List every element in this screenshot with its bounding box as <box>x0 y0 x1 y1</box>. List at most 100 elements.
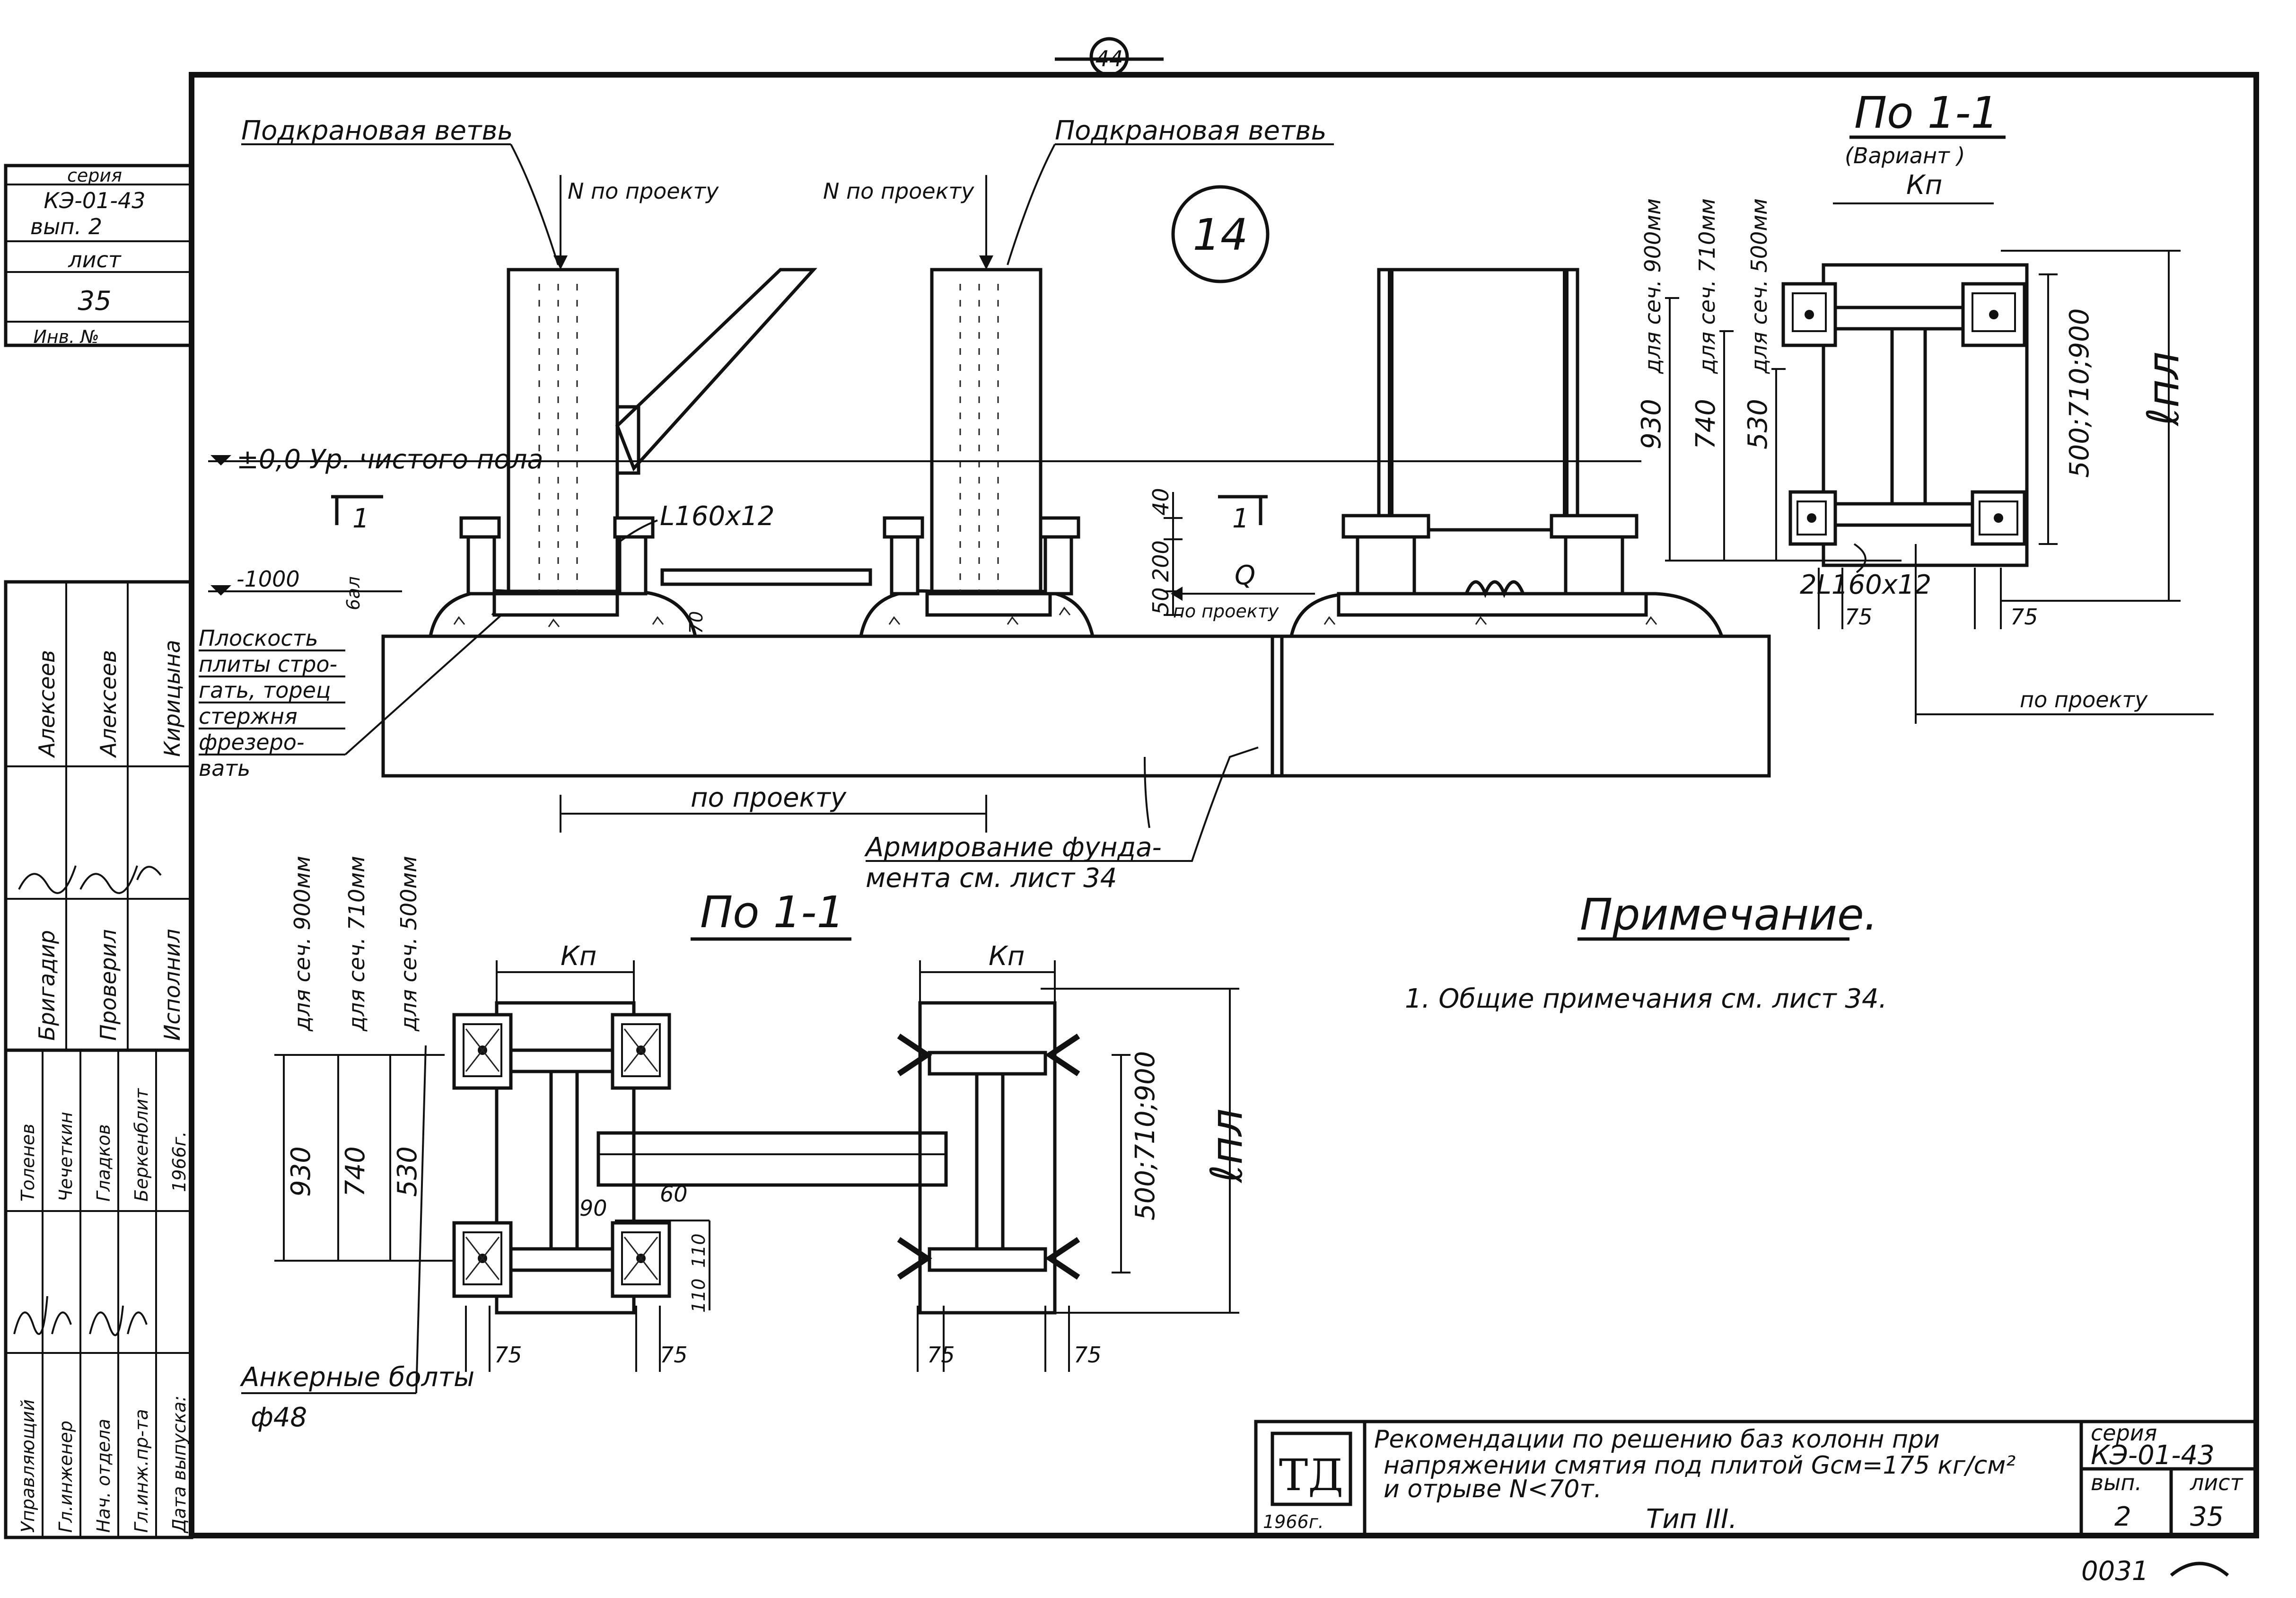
role-project-engineer: Гл.инж.пр-та <box>131 1409 152 1533</box>
pm-dim-90: 90 <box>579 1195 607 1221</box>
name-project-engineer: Беркенблит <box>131 1088 152 1202</box>
pm-anchor-label: Анкерные болты <box>240 1362 474 1393</box>
pv-width-dims: 500;710;900 <box>2064 308 2095 478</box>
plan-variant-subtitle: (Вариант ) <box>1845 143 1965 168</box>
foundation-right <box>1271 634 1771 778</box>
plan-variant-title: По 1-1 <box>1854 88 1998 138</box>
role-dept-head: Нач. отдела <box>93 1419 114 1533</box>
svg-text:фрезеро-: фрезеро- <box>199 729 305 755</box>
node-circle <box>1171 185 1270 283</box>
pv-plate <box>1822 263 2029 567</box>
column-right <box>1377 268 1579 532</box>
name-checked: Алексеев <box>96 650 121 758</box>
base-plate-middle <box>925 592 1052 617</box>
label-angle: L160x12 <box>660 501 774 532</box>
pv-dim-75-left: 75 <box>1845 604 1873 630</box>
title-block: ТД 1966г. Рекомендации по решению баз ко… <box>1254 1420 2258 1537</box>
pm-dim-label-500: для сеч. 500мм <box>396 856 421 1032</box>
dim-70: 70 <box>686 611 707 634</box>
pm-lpl: ℓпл <box>1201 1108 1252 1184</box>
side-stamp: серия КЭ-01-43 вып. 2 лист 35 Инв. № Бри… <box>4 164 193 1539</box>
title-line-1: Рекомендации по решению баз колонн при <box>1374 1425 1940 1454</box>
title-line-2: напряжении смятия под плитой Gсм=175 кг/… <box>1384 1451 2016 1480</box>
pm-dim-110a: 110 <box>688 1233 709 1268</box>
stamp-sheet-value: 35 <box>78 286 111 316</box>
svg-text:стержня: стержня <box>199 703 298 729</box>
pm-kp-left: Кп <box>561 941 596 972</box>
diagonal-brace <box>615 268 817 472</box>
signature-group-2-names: Толенев Чечеткин Гладков Беркенблит 1966… <box>18 1088 190 1202</box>
label-branch-left: Подкрановая ветвь <box>241 115 513 146</box>
pv-web <box>1890 325 1927 508</box>
pm-kp-right: Кп <box>989 941 1025 972</box>
pv-by-project: по проекту <box>2020 687 2148 712</box>
svg-text:Армирование фунда-: Армирование фунда- <box>864 832 1162 863</box>
stamp-issue: вып. 2 <box>30 214 102 239</box>
stamp-series-value: КЭ-01-43 <box>44 188 145 213</box>
name-manager: Толенев <box>18 1124 38 1202</box>
title-sheet-label: лист <box>2190 1470 2243 1495</box>
title-issue-value: 2 <box>2114 1501 2131 1532</box>
stamp-sheet-label: лист <box>68 247 122 272</box>
node-number: 14 <box>1192 210 1248 260</box>
plan-variant-kp: Кп <box>1906 170 1942 201</box>
angle-strut <box>660 568 872 586</box>
footer-mark: 0031 <box>2081 1556 2149 1587</box>
pm-anchor-chairs-left <box>452 1013 671 1298</box>
pv-angle-label: 2L160x12 <box>1800 570 1931 600</box>
pm-strut <box>596 1131 948 1187</box>
armature-note: Армирование фунда- мента см. лист 34 <box>864 746 1259 894</box>
title-logo-year: 1966г. <box>1263 1511 1324 1532</box>
notes: Примечание. 1. Общие примечания см. лист… <box>1405 889 1887 1014</box>
pm-dim-75-2: 75 <box>660 1342 688 1368</box>
svg-text:Плоскость: Плоскость <box>199 625 318 651</box>
signature-group-1-names: Алексеев Алексеев Кирицына <box>34 640 185 758</box>
label-by-project: по проекту <box>691 782 847 813</box>
label-n-left: N по проекту <box>568 178 719 204</box>
level-floor-label: ±0,0 Ур. чистого пола <box>237 444 543 475</box>
stamp-series-label: серия <box>67 165 122 186</box>
title-type: Тип III. <box>1646 1504 1737 1535</box>
pv-dim-label-710: для сеч. 710мм <box>1694 198 1720 374</box>
grout-left <box>428 589 698 638</box>
role-manager: Управляющий <box>18 1399 38 1533</box>
title-issue-label: вып. <box>2091 1470 2142 1495</box>
title-sheet-value: 35 <box>2190 1501 2224 1532</box>
title-series-value: КЭ-01-43 <box>2091 1440 2215 1471</box>
name-brigadier: Алексеев <box>34 650 60 758</box>
title-logo: ТД <box>1279 1450 1343 1501</box>
title-series-label: серия <box>2091 1420 2157 1446</box>
pm-dim-930: 930 <box>286 1146 316 1197</box>
foundation-left <box>381 634 1284 778</box>
section-mark-right: 1 <box>1218 495 1268 534</box>
dim-50: 50 <box>1148 587 1174 615</box>
grout-middle <box>859 589 1095 638</box>
drawing-frame <box>189 72 2259 1538</box>
pm-dim-75-3: 75 <box>927 1342 955 1368</box>
label-n-right: N по проекту <box>823 178 974 204</box>
pm-plate-left <box>495 1001 636 1315</box>
label-q-sub: по проекту <box>1173 601 1279 622</box>
role-chief-engineer: Гл.инженер <box>55 1421 76 1533</box>
signature-scribble-2 <box>13 1296 148 1336</box>
pv-dim-75-right: 75 <box>2010 604 2038 630</box>
pm-anchor-stiffeners-right <box>897 1034 1080 1280</box>
pm-plate-right <box>918 1001 1057 1315</box>
elevation-view: ±0,0 Ур. чистого пола -1000 6ал Подкрано… <box>199 115 1771 894</box>
brace-gusset <box>615 405 640 475</box>
anchor-chairs-elevation <box>459 514 1639 598</box>
pm-dim-60: 60 <box>660 1181 688 1207</box>
role-checked: Проверил <box>96 929 121 1041</box>
dim-200: 200 <box>1148 540 1174 582</box>
page-number: 44 <box>1055 37 1164 77</box>
note-heading: Примечание. <box>1580 889 1878 940</box>
pv-dim-530: 530 <box>1743 399 1773 449</box>
base-plate-right <box>1337 592 1648 617</box>
svg-text:вать: вать <box>199 755 250 781</box>
role-executed: Исполнил <box>159 929 185 1041</box>
plan-main-title: По 1-1 <box>700 887 844 938</box>
plan-variant: По 1-1 (Вариант ) Кп для сеч. 900мм для … <box>1636 88 2214 724</box>
pm-dim-740: 740 <box>340 1146 371 1197</box>
svg-text:мента см. лист 34: мента см. лист 34 <box>866 863 1117 894</box>
